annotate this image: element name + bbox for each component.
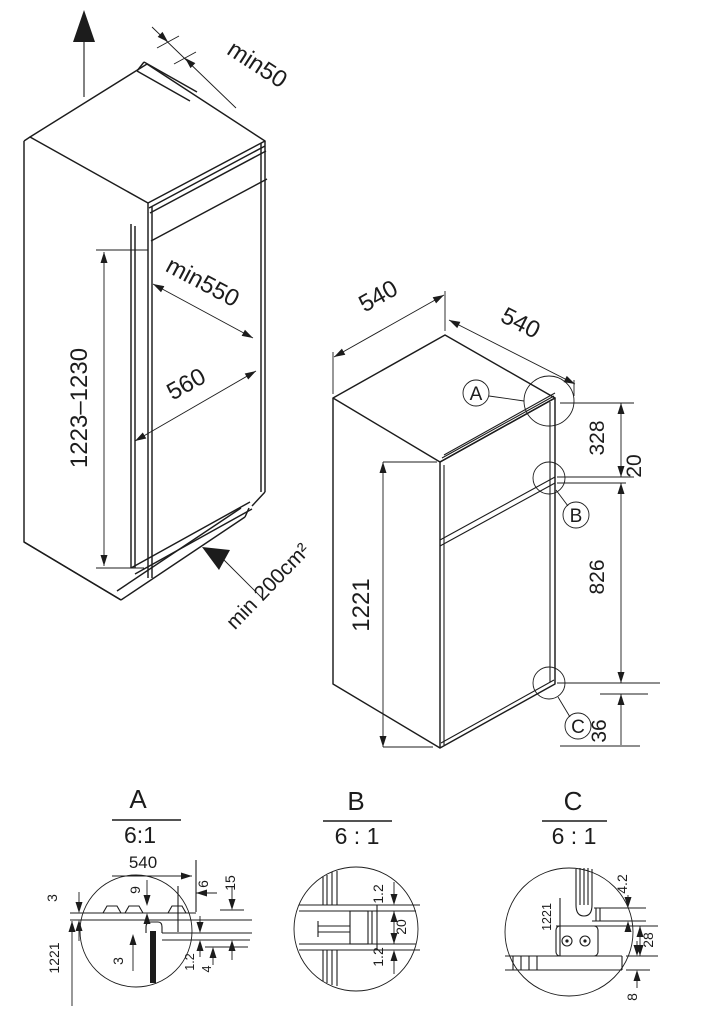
detail-a-seal: 9: [127, 886, 143, 894]
detail-c-height: 1221: [540, 903, 554, 931]
detail-b-marker: [532, 461, 566, 495]
callout-c: C: [557, 696, 592, 740]
callout-c-label: C: [571, 717, 585, 738]
appliance-outline: [332, 334, 556, 749]
appliance-height-label: 1221: [348, 578, 375, 631]
detail-a-front: 6: [195, 880, 211, 888]
detail-c-dims: 1221 4.2 28 8: [540, 874, 658, 1001]
niche-depth-label: min550: [161, 252, 243, 313]
detail-a-dims: 540 3 1221 9 3 6 15 1.2: [44, 853, 244, 1006]
niche-width-label: 560: [162, 363, 210, 406]
detail-b-section: [299, 871, 420, 986]
detail-a-height: 1221: [46, 942, 62, 973]
dim-appliance-width: 540: [448, 302, 576, 396]
dim-gap-label: 20: [623, 454, 646, 477]
detail-b-scale: 6 : 1: [335, 823, 380, 849]
detail-c-base: 8: [624, 993, 640, 1001]
callout-b: B: [555, 489, 590, 529]
dim-right-column: 328 20 826 36: [557, 402, 660, 747]
niche-top-clearance-label: min50: [222, 36, 292, 94]
dim-niche-height: 1223–1230: [66, 249, 148, 569]
detail-c-hinge: 28: [640, 932, 656, 948]
detail-a: A 6:1 540 3 1221 9: [44, 784, 252, 1006]
detail-c: C 6 : 1 1221 4.2 28: [504, 786, 658, 1001]
appliance-depth-label: 540: [354, 275, 402, 318]
vent-annotation: min 200cm²: [202, 539, 315, 634]
callout-b-label: B: [570, 506, 583, 527]
detail-c-section: [505, 868, 658, 971]
detail-a-sheet: 1.2: [183, 953, 197, 970]
dim-door-label: 826: [586, 559, 609, 594]
niche-height-label: 1223–1230: [66, 348, 93, 468]
airflow-up-arrow: [73, 10, 95, 97]
dim-niche-top-clearance: min50: [151, 26, 292, 109]
detail-b-bottom: 1.2: [370, 947, 386, 967]
callout-a-label: A: [470, 384, 483, 405]
appliance-door-lines: [439, 392, 556, 745]
detail-a-title: A: [129, 784, 147, 814]
niche-outline: [23, 61, 268, 601]
detail-a-scale: 6:1: [124, 822, 156, 848]
niche-view: min50 min550 560 1223–1230 min 200cm²: [23, 10, 315, 634]
detail-c-scale: 6 : 1: [552, 823, 597, 849]
detail-b: B 6 : 1 1.2 20 1.2: [293, 786, 420, 992]
dim-bottom-label: 36: [588, 719, 611, 742]
detail-a-section: [70, 860, 252, 983]
detail-a-panel: 3: [110, 957, 126, 965]
detail-c-title: C: [564, 786, 583, 816]
detail-a-top-gap: 3: [44, 894, 60, 902]
appliance-view: A B C 540 540 1221: [332, 275, 660, 749]
vent-arrow-icon: [202, 547, 230, 570]
detail-b-dims: 1.2 20 1.2: [370, 882, 409, 974]
detail-a-width: 540: [129, 853, 157, 872]
detail-c-clearance: 4.2: [614, 874, 630, 894]
dim-top-to-gap-label: 328: [586, 420, 609, 455]
vent-area-label: min 200cm²: [222, 539, 315, 634]
appliance-width-label: 540: [496, 302, 544, 344]
callout-a: A: [462, 379, 525, 407]
detail-marker-circles: [523, 375, 575, 700]
detail-b-circle: [293, 866, 419, 992]
dim-appliance-height: 1221: [348, 461, 437, 748]
dim-appliance-depth: 540: [332, 275, 446, 394]
detail-b-top: 1.2: [370, 884, 386, 904]
detail-a-inset: 4: [200, 965, 214, 972]
detail-a-overlap: 15: [222, 875, 238, 891]
detail-b-gap: 20: [393, 919, 409, 935]
detail-b-title: B: [347, 786, 364, 816]
detail-c-circle: [504, 867, 634, 997]
dim-niche-depth: min550: [152, 252, 254, 339]
